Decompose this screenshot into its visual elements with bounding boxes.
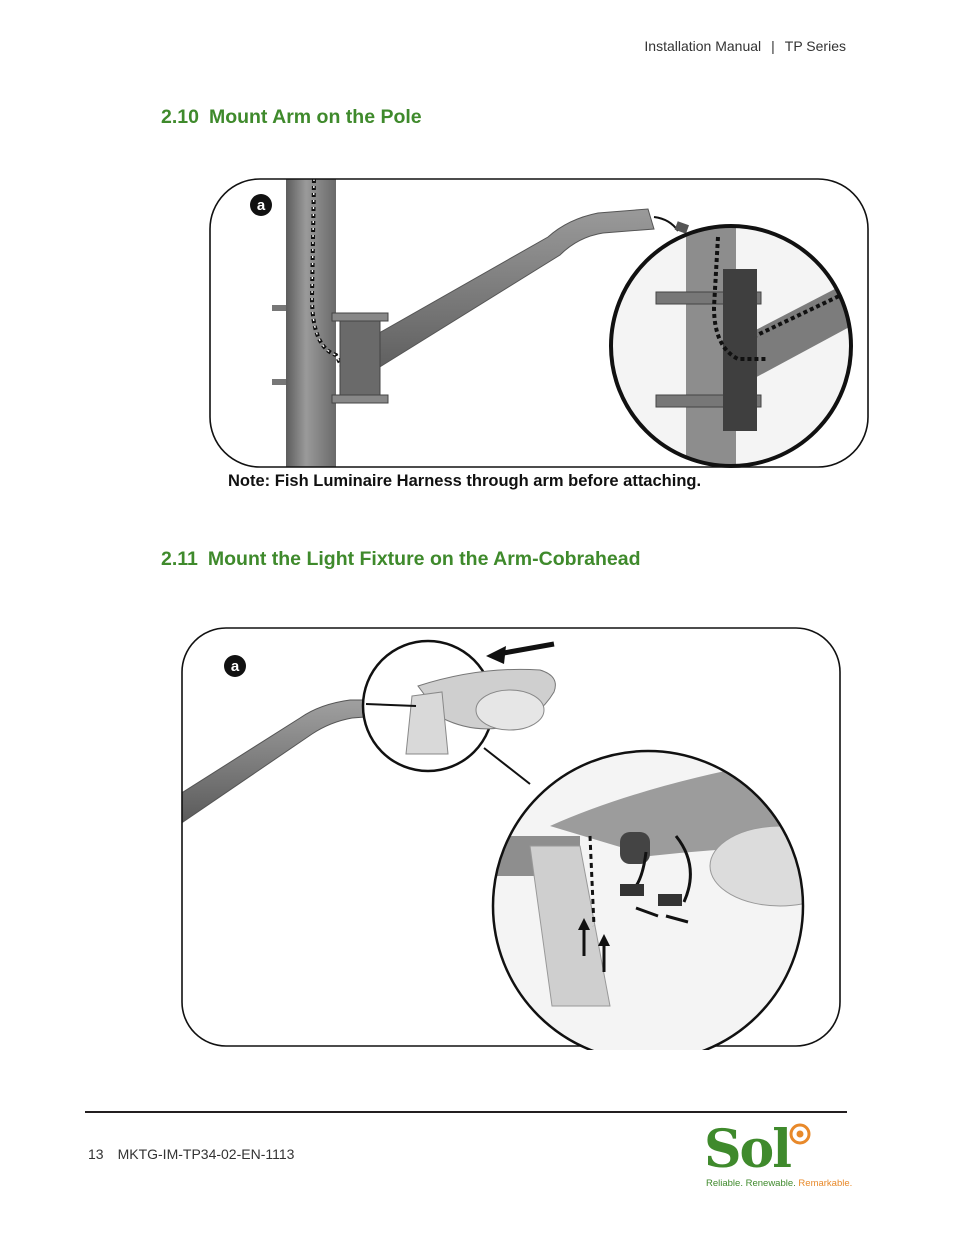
connector: [674, 221, 690, 234]
header-series: TP Series: [784, 38, 846, 54]
header-manual-title: Installation Manual: [644, 38, 762, 54]
footer: 13 MKTG-IM-TP34-02-EN-1113: [88, 1146, 294, 1162]
tagline-reliable: Reliable.: [706, 1178, 743, 1189]
figure-mount-arm-on-pole: a: [209, 178, 869, 468]
detail-callout: [609, 224, 853, 468]
sun-icon: [789, 1123, 811, 1145]
figure-mount-light-fixture: a: [181, 627, 841, 1050]
logo-tagline: Reliable. Renewable. Remarkable.: [706, 1178, 852, 1189]
figure-frame: [209, 178, 869, 468]
figure-label: a: [231, 658, 240, 675]
fixture-callout: [361, 639, 556, 773]
mounting-bracket: [339, 318, 381, 400]
figure-label: a: [257, 197, 266, 214]
note-text: Note: Fish Luminaire Harness through arm…: [228, 472, 702, 490]
direction-arrow: [497, 641, 555, 657]
header-separator: |: [771, 38, 775, 54]
section-number: 2.10: [161, 106, 199, 128]
document-code: MKTG-IM-TP34-02-EN-1113: [117, 1146, 295, 1162]
running-header: Installation Manual | TP Series: [644, 38, 846, 54]
section-heading-2-10: 2.10 Mount Arm on the Pole: [161, 106, 422, 129]
tagline-remarkable: Remarkable.: [798, 1178, 853, 1189]
tagline-renewable: Renewable.: [745, 1178, 796, 1189]
section-title: Mount the Light Fixture on the Arm-Cobra…: [207, 548, 641, 570]
section-title: Mount Arm on the Pole: [208, 106, 422, 128]
bolt: [272, 379, 286, 385]
figure-label-badge: [250, 194, 272, 216]
section-number: 2.11: [161, 548, 198, 570]
arm: [182, 699, 379, 825]
connection-detail-callout: [491, 749, 805, 1050]
detail-bracket: [723, 269, 757, 431]
figure-frame: [181, 627, 841, 1047]
logo-registered-mark: ®: [780, 1128, 786, 1137]
page-number: 13: [88, 1146, 104, 1162]
section-heading-2-11: 2.11 Mount the Light Fixture on the Arm-C…: [161, 548, 640, 571]
arm: [357, 208, 655, 374]
sol-logo: Sol ® Reliable. Renewable. Remarkable.: [704, 1119, 852, 1192]
bolt: [272, 305, 286, 311]
figure-label-badge: [224, 655, 246, 677]
footer-rule: [85, 1111, 847, 1113]
logo-wordmark: Sol: [704, 1119, 792, 1180]
pole: [286, 179, 336, 467]
